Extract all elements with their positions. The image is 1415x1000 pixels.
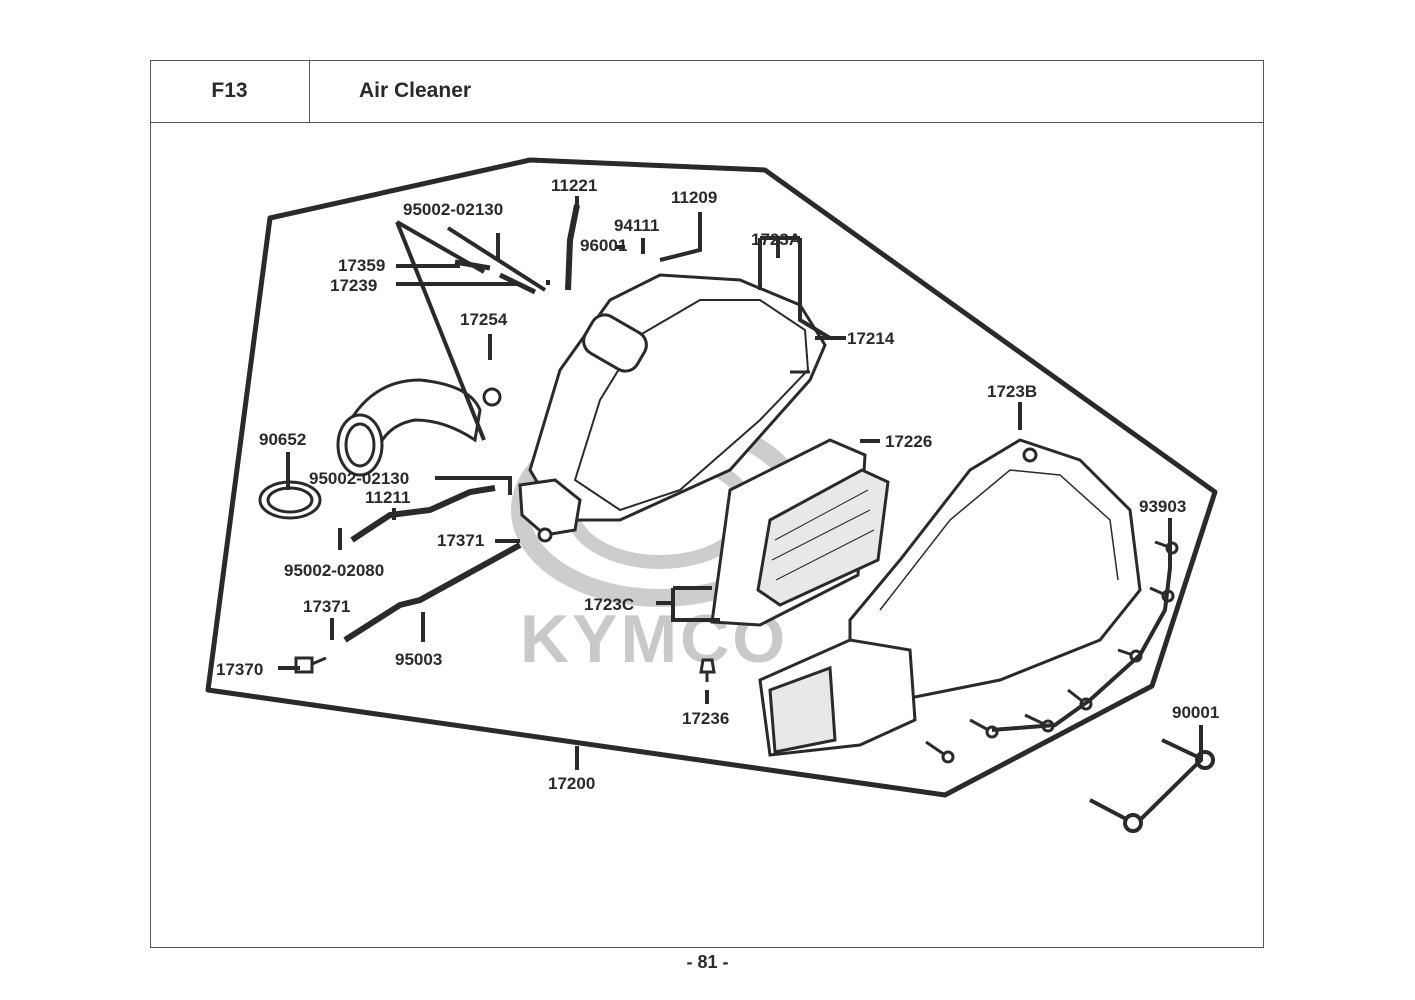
label-95002-02080: 95002-02080 (284, 561, 384, 580)
label-17226: 17226 (885, 432, 932, 451)
label-1723B: 1723B (987, 382, 1037, 401)
label-94111: 94111 (614, 216, 659, 235)
page-frame (150, 60, 1264, 948)
label-17236: 17236 (682, 709, 729, 728)
drain-plug-17370 (294, 656, 327, 674)
label-90001: 90001 (1172, 703, 1219, 722)
part-labels: 11221 11209 94111 96001 95002-02130 1735… (216, 176, 1219, 793)
section-title: Air Cleaner (359, 79, 472, 102)
label-11211: 11211 (365, 488, 410, 507)
clamp-90652 (258, 480, 322, 520)
label-95003: 95003 (395, 650, 442, 669)
header-row (151, 61, 1263, 123)
label-1723C: 1723C (584, 595, 634, 614)
leader-lines (278, 196, 1203, 822)
label-95002-02130-lower: 95002-02130 (309, 469, 409, 488)
grommet-17236 (699, 658, 716, 682)
label-17371-upper: 17371 (437, 531, 484, 550)
label-90652: 90652 (259, 430, 306, 449)
label-11221: 11221 (551, 176, 597, 195)
assembly-boundary-17200 (205, 157, 1218, 798)
page-number: - 81 - (686, 952, 729, 972)
label-11209: 11209 (671, 188, 717, 207)
small-hoses (343, 204, 580, 643)
intake-hose (336, 378, 502, 477)
section-code: F13 (211, 79, 248, 102)
lower-case-1723B (758, 438, 1142, 757)
label-95002-02130-upper: 95002-02130 (403, 200, 503, 219)
label-17370: 17370 (216, 660, 263, 679)
label-17359: 17359 (338, 256, 385, 275)
label-17239: 17239 (330, 276, 377, 295)
label-17371-lower: 17371 (303, 597, 350, 616)
label-1723A: 1723A (751, 230, 801, 249)
label-17200: 17200 (548, 774, 595, 793)
label-96001: 96001 (580, 236, 627, 255)
upper-case-1723A (518, 273, 827, 543)
filter-element-1723C (710, 438, 890, 627)
section-code-cell (151, 61, 310, 122)
label-17254: 17254 (460, 310, 508, 329)
bolts-90001 (1089, 738, 1215, 833)
label-17214: 17214 (847, 329, 895, 348)
label-93903: 93903 (1139, 497, 1186, 516)
